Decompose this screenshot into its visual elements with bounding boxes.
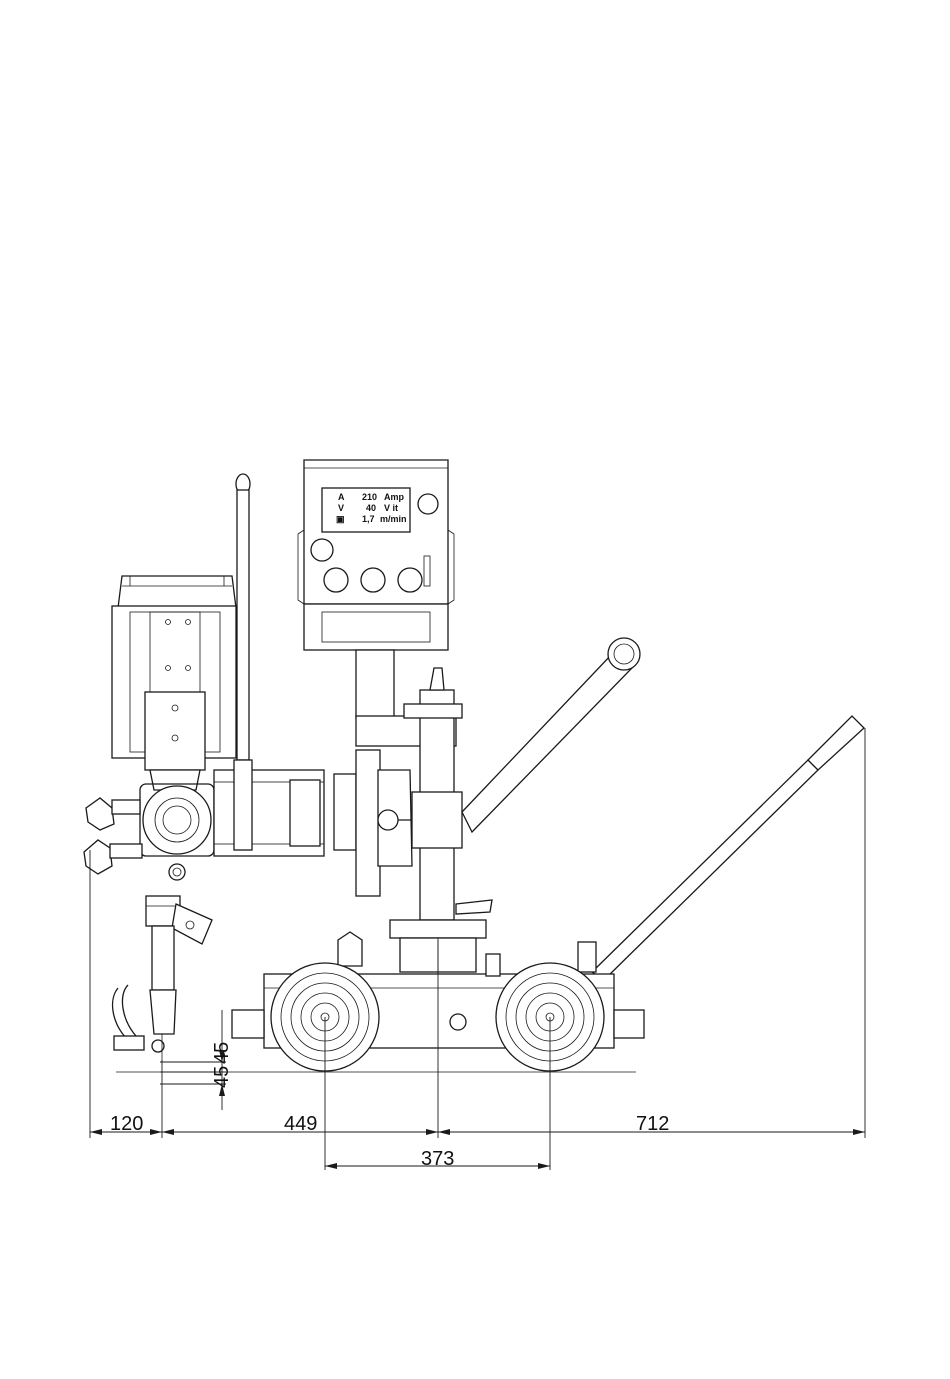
display-unit-current: Amp	[384, 492, 405, 502]
adjustment-rod	[234, 474, 252, 850]
display-unit-speed: m/min	[380, 514, 407, 524]
dimension-label-45-upper: 45	[211, 1042, 233, 1064]
display-value-speed: 1,7	[362, 514, 375, 524]
display-value-current: 210	[362, 492, 377, 502]
dimension-label-45-lower: 45	[211, 1066, 233, 1088]
welding-torch	[113, 896, 212, 1062]
upper-handle	[462, 638, 640, 832]
display-symbol-v: V	[338, 503, 344, 513]
dimension-label-373: 373	[421, 1148, 454, 1170]
display-symbol-wire: ▣	[336, 514, 345, 524]
dimension-label-120: 120	[110, 1113, 143, 1135]
wire-feeder-head	[84, 770, 324, 880]
dimension-label-449: 449	[284, 1113, 317, 1135]
dimension-lines	[90, 728, 865, 1170]
long-handle	[578, 716, 864, 980]
dimension-label-712: 712	[636, 1113, 669, 1135]
display-symbol-a: A	[338, 492, 345, 502]
display-unit-voltage: V it	[384, 503, 398, 513]
control-box	[298, 460, 454, 650]
display-value-voltage: 40	[366, 503, 376, 513]
dimension-labels: 120 449 712 373 45 45	[110, 1042, 669, 1170]
wire-spool-housing	[112, 576, 236, 790]
